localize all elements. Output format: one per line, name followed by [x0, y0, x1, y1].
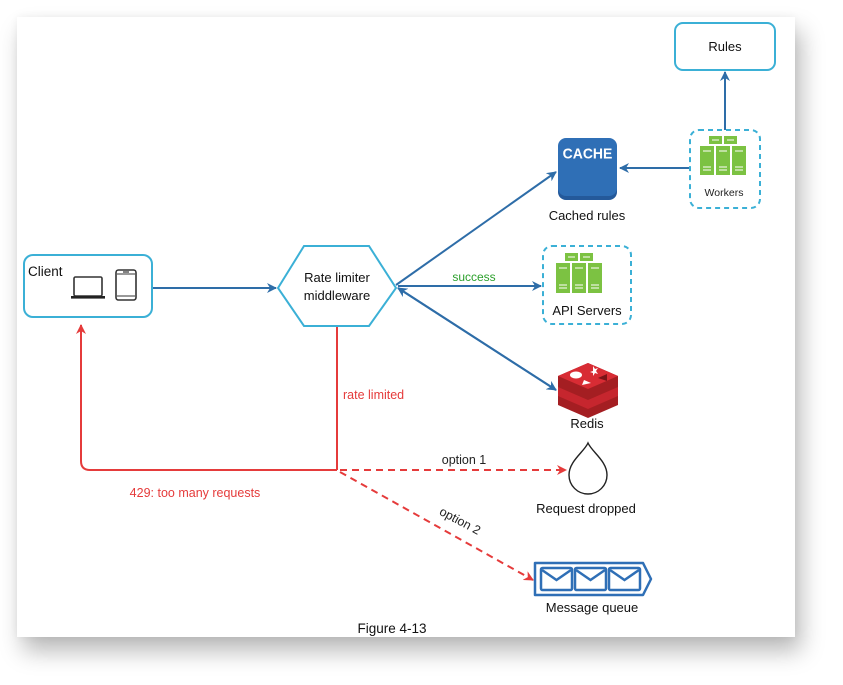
rate-limiter-label-line1: Rate limiter [304, 270, 370, 285]
api-servers-node[interactable]: API Servers [542, 245, 632, 325]
cache-node[interactable]: CACHE Cached rules [549, 138, 626, 223]
workers-server-icon [700, 136, 746, 175]
client-node[interactable]: Client [23, 254, 153, 318]
api-servers-label: API Servers [552, 303, 622, 318]
laptop-icon [71, 276, 105, 299]
option2-label: option 2 [437, 504, 483, 537]
rate-limiter-node[interactable]: Rate limiter middleware [276, 245, 398, 327]
mobile-phone-icon [115, 269, 137, 301]
option1-label: option 1 [442, 453, 487, 467]
rate-limited-label: rate limited [343, 388, 404, 402]
redis-icon [558, 363, 618, 418]
client-label: Client [28, 264, 63, 279]
cache-icon-text: CACHE [563, 146, 613, 163]
workers-label: Workers [705, 187, 744, 199]
too-many-requests-label: 429: too many requests [130, 486, 261, 500]
message-queue-label: Message queue [546, 600, 639, 615]
cache-icon: CACHE [558, 138, 617, 200]
workers-node[interactable]: Workers [689, 129, 761, 209]
message-queue-icon [533, 561, 653, 597]
cached-rules-label: Cached rules [549, 208, 626, 223]
request-dropped-node[interactable]: Request dropped [536, 441, 636, 516]
rules-node[interactable]: Rules [674, 22, 776, 71]
drop-icon [568, 441, 608, 495]
edge-rate-limited-path [76, 324, 338, 471]
rate-limiter-label-line2: middleware [304, 288, 370, 303]
redis-node[interactable]: Redis [558, 363, 618, 431]
api-servers-server-icon [556, 253, 602, 293]
success-label: success [452, 270, 495, 284]
message-queue-node[interactable]: Message queue [533, 561, 653, 615]
edge-redis-to-rate-limiter [397, 287, 557, 391]
edge-option2-dashed [339, 471, 534, 581]
request-dropped-label: Request dropped [536, 501, 636, 516]
rules-label: Rules [708, 39, 742, 54]
redis-label: Redis [570, 416, 604, 431]
edge-rate-limiter-to-cache [395, 171, 557, 286]
figure-caption: Figure 4-13 [357, 621, 426, 636]
figure-canvas [17, 17, 795, 637]
